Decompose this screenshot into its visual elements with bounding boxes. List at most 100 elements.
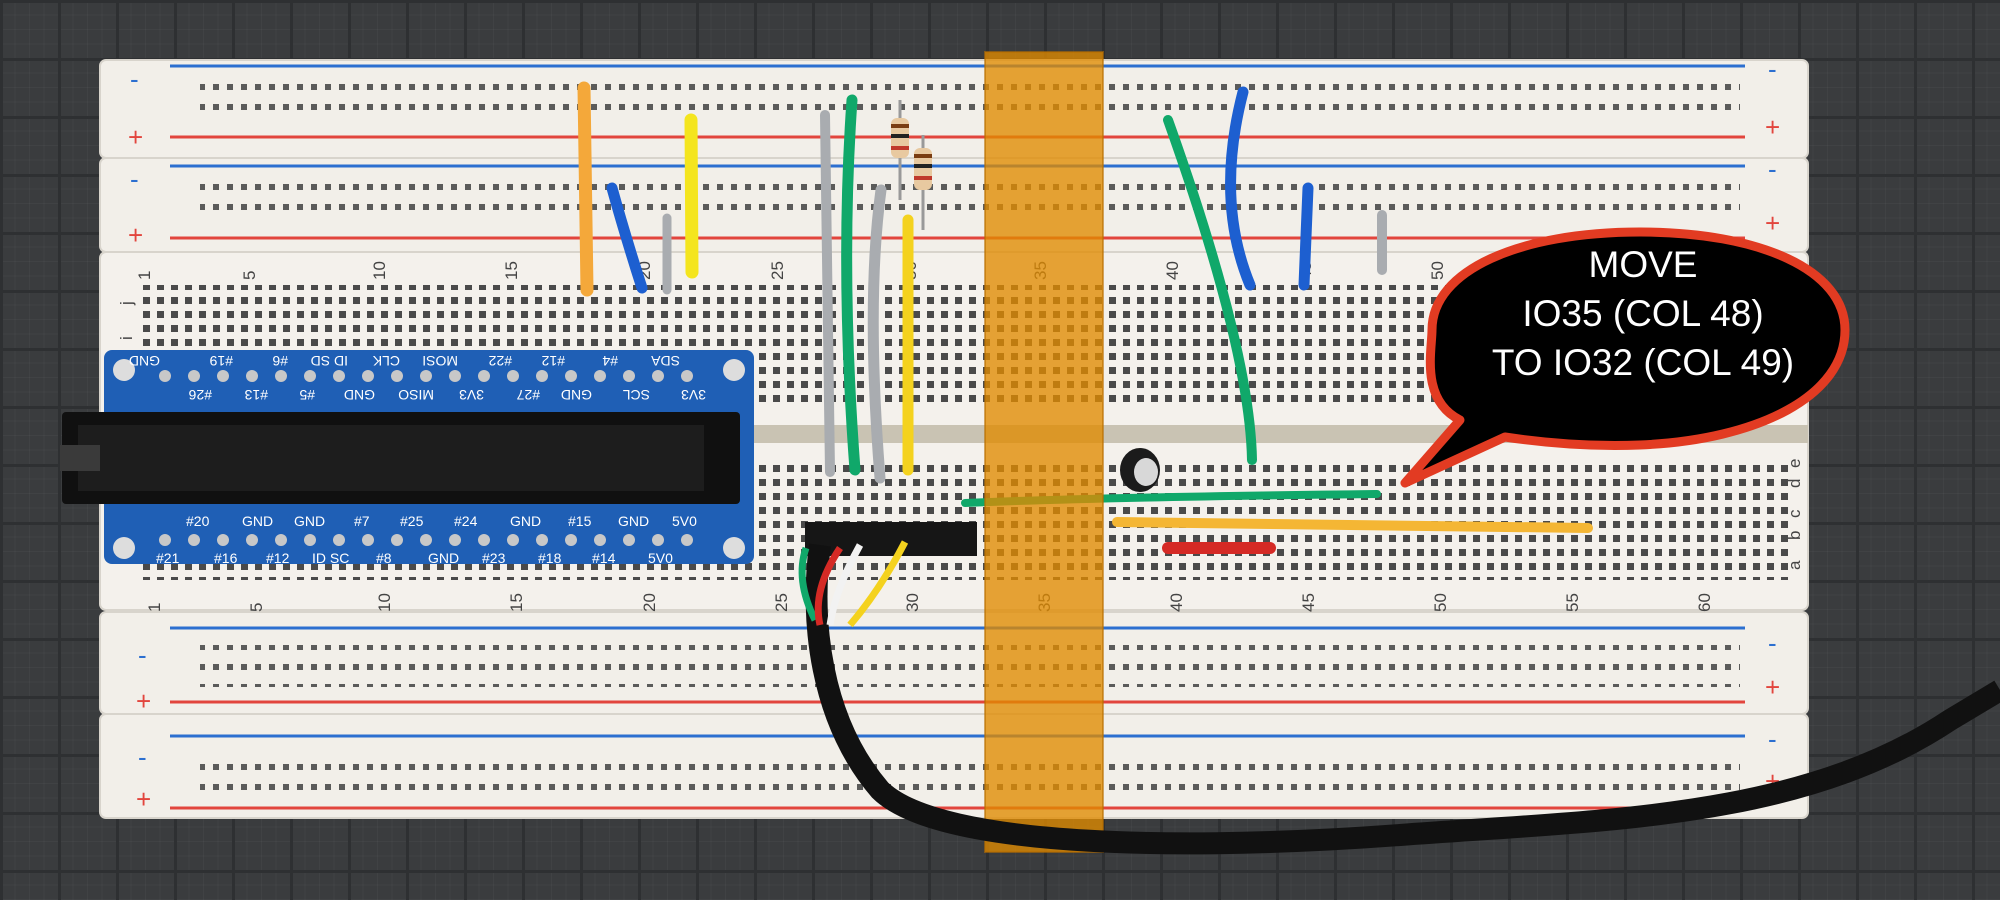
pin-header-connector (798, 522, 2000, 855)
gpio-label: #12 (266, 550, 290, 566)
gpio-label: #4 (602, 353, 618, 369)
gpio-label: MOSI (422, 353, 458, 369)
wire-blue (1225, 86, 1256, 291)
wire-yellow (684, 113, 699, 279)
column-number: 25 (768, 261, 787, 280)
rail-minus-sign: - (130, 64, 139, 94)
column-number: 1 (135, 271, 154, 280)
gpio-label: ID SD (311, 353, 348, 369)
gpio-label: GND (561, 387, 592, 403)
gpio-label: #25 (400, 513, 424, 529)
gpio-label: #14 (592, 550, 616, 566)
column-number: 15 (507, 593, 526, 612)
gpio-labels: GND #19 #6 ID SD CLK MOSI #22 #12 #4 SDA… (129, 353, 706, 566)
gpio-label: #19 (209, 353, 233, 369)
column-number: 30 (903, 593, 922, 612)
wire-yellow-long (1112, 517, 1593, 533)
gpio-label: #15 (568, 513, 592, 529)
gpio-label: SDA (651, 353, 680, 369)
callout-bubble (1400, 227, 1850, 488)
row-letter: a (1785, 560, 1804, 570)
column-number: 5 (240, 271, 259, 280)
callout-line: TO IO32 (COL 49) (1491, 342, 1795, 383)
gpio-label: GND (294, 513, 325, 529)
row-letter: d (1785, 479, 1804, 488)
power-rail-bottom-1 (99, 611, 1809, 715)
capacitor (1120, 448, 1160, 492)
gpio-label: #5 (299, 387, 315, 403)
gpio-label: #22 (488, 353, 512, 369)
column-number: 15 (502, 261, 521, 280)
wire-green (841, 94, 861, 476)
row-letter: e (1785, 459, 1804, 468)
column-number: 25 (772, 593, 791, 612)
gpio-label: GND (242, 513, 273, 529)
rail-minus-sign: - (130, 164, 139, 194)
gpio-label: GND (618, 513, 649, 529)
column-number: 40 (1167, 593, 1186, 612)
gpio-label: #6 (272, 353, 288, 369)
gpio-label: MISO (398, 387, 434, 403)
gpio-label: 3V3 (681, 387, 706, 403)
gpio-label: #7 (354, 513, 370, 529)
kapton-tape (984, 51, 1104, 853)
gpio-pins (159, 370, 693, 546)
wire-blue (606, 182, 648, 294)
gpio-label: CLK (372, 353, 400, 369)
resistors (891, 100, 932, 230)
gpio-label: 5V0 (648, 550, 673, 566)
gpio-label: #26 (188, 387, 212, 403)
power-rail-bottom-2 (99, 713, 1809, 819)
wire-blue (1298, 182, 1314, 291)
rail-plus-sign: + (1765, 208, 1780, 238)
wire-gray (820, 110, 835, 477)
column-number: 50 (1428, 261, 1447, 280)
column-number: 40 (1163, 261, 1182, 280)
column-numbers-bottom: 1 5 10 15 20 25 30 35 40 45 50 55 60 e d… (145, 459, 1804, 612)
rail-minus-sign: - (1768, 154, 1777, 184)
rail-plus-sign: + (128, 122, 143, 152)
rail-minus-sign: - (1768, 724, 1777, 754)
gpio-label: #21 (156, 550, 180, 566)
callout-line: MOVE (1588, 244, 1698, 285)
rail-plus-sign: + (128, 220, 143, 250)
column-number: 60 (1695, 593, 1714, 612)
gpio-label: GND (510, 513, 541, 529)
gpio-label: #24 (454, 513, 478, 529)
gpio-label: #8 (376, 550, 392, 566)
rail-plus-sign: + (136, 784, 151, 814)
column-number: 20 (640, 593, 659, 612)
wire-orange (577, 81, 594, 297)
row-letter: b (1785, 531, 1804, 540)
gpio-label: ID SC (312, 550, 349, 566)
callout-line: IO35 (COL 48) (1522, 293, 1764, 334)
rail-plus-sign: + (1765, 672, 1780, 702)
gpio-label: 3V3 (459, 387, 484, 403)
gpio-label: #23 (482, 550, 506, 566)
column-number: 5 (247, 603, 266, 612)
row-letter: i (117, 336, 136, 340)
callout-text: MOVE IO35 (COL 48) TO IO32 (COL 49) (1448, 240, 1838, 387)
gpio-label: GND (428, 550, 459, 566)
gpio-label: GND (344, 387, 375, 403)
column-number: 55 (1563, 593, 1582, 612)
power-rail-top-1 (99, 59, 1809, 159)
column-number: 10 (375, 593, 394, 612)
row-letter: c (1785, 509, 1804, 518)
wire-green (1163, 115, 1257, 465)
column-number: 10 (370, 261, 389, 280)
cable-black (805, 543, 2000, 855)
gpio-label: #16 (214, 550, 238, 566)
jumper-wires (577, 81, 1593, 554)
rail-minus-sign: - (138, 640, 147, 670)
gpio-label: #27 (516, 387, 540, 403)
column-number: 45 (1299, 593, 1318, 612)
gpio-breakout-board (60, 350, 754, 564)
rail-minus-sign: - (138, 742, 147, 772)
rail-plus-sign: + (1765, 112, 1780, 142)
rail-minus-sign: - (1768, 628, 1777, 658)
wire-gray (867, 184, 887, 484)
gpio-label: #18 (538, 550, 562, 566)
rail-plus-sign: + (136, 686, 151, 716)
